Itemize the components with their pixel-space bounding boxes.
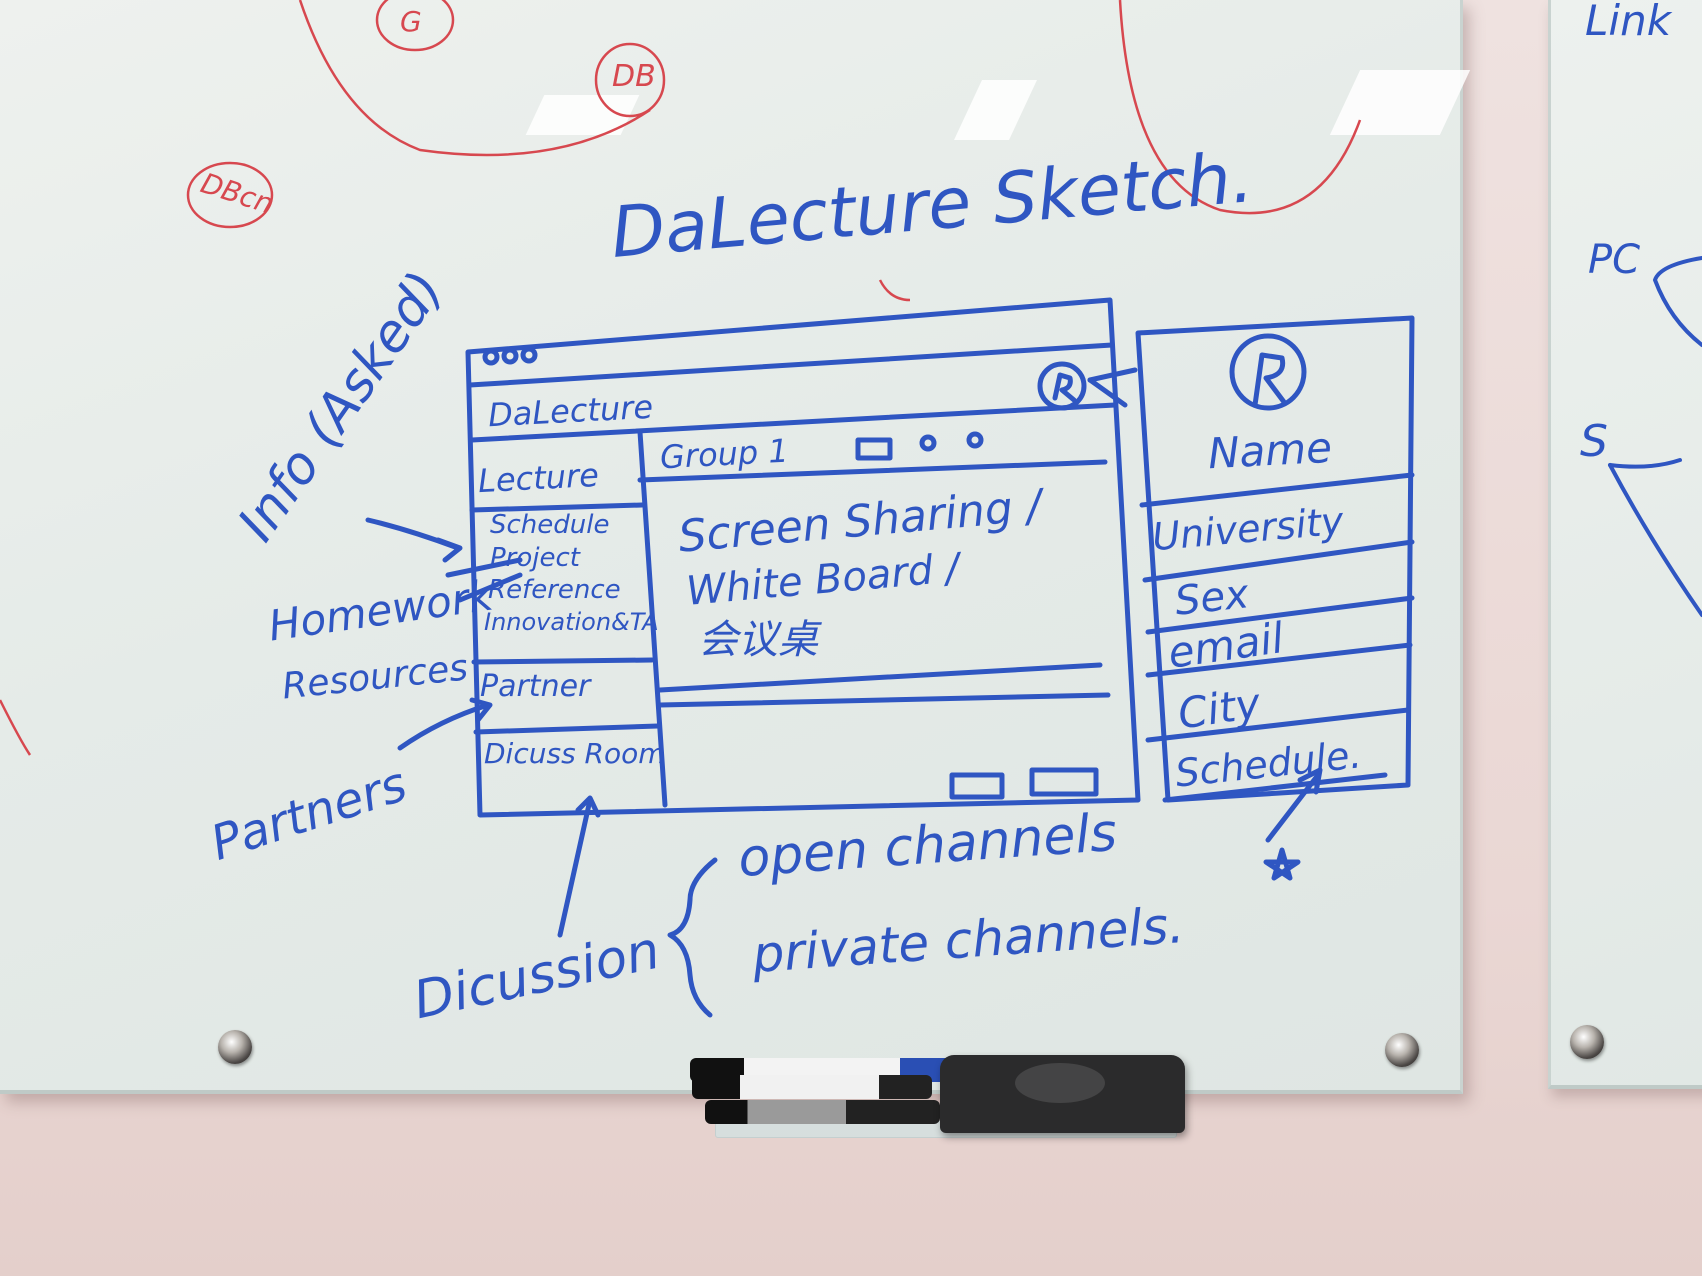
- black-marker[interactable]: [692, 1075, 932, 1099]
- profile-field-city: City: [1174, 678, 1264, 739]
- whiteboard-eraser[interactable]: [940, 1055, 1185, 1133]
- app-name: DaLecture: [487, 387, 654, 435]
- sidebar-item-schedule: Schedule: [490, 510, 610, 540]
- next-board-link: Link: [1585, 0, 1672, 45]
- eraser-grip: [1015, 1063, 1105, 1103]
- board-screw: [218, 1030, 252, 1064]
- group-title: Group 1: [659, 431, 790, 477]
- red-doodle-db: DB: [612, 59, 656, 94]
- next-board-pc: PC: [1588, 237, 1641, 283]
- sidebar-item-discuss-room: Dicuss Room: [484, 737, 666, 770]
- sidebar-heading: Lecture: [477, 455, 600, 501]
- board-screw: [1385, 1033, 1419, 1067]
- red-doodle-g: G: [400, 5, 422, 38]
- whiteboard: [0, 0, 1471, 1094]
- profile-name: Name: [1206, 422, 1334, 479]
- board-screw: [1570, 1025, 1604, 1059]
- sidebar-item-partner: Partner: [480, 669, 591, 704]
- grey-marker[interactable]: [705, 1100, 940, 1124]
- profile-field-sex: Sex: [1172, 571, 1251, 625]
- sidebar-item-project: Project: [490, 543, 580, 573]
- adjacent-whiteboard: [1548, 0, 1702, 1089]
- content-line-conference-table: 会议桌: [698, 617, 818, 663]
- sidebar-item-reference: Reference: [488, 575, 621, 605]
- sidebar-item-innovation: Innovation&TA: [484, 608, 659, 636]
- next-board-s: S: [1580, 416, 1608, 467]
